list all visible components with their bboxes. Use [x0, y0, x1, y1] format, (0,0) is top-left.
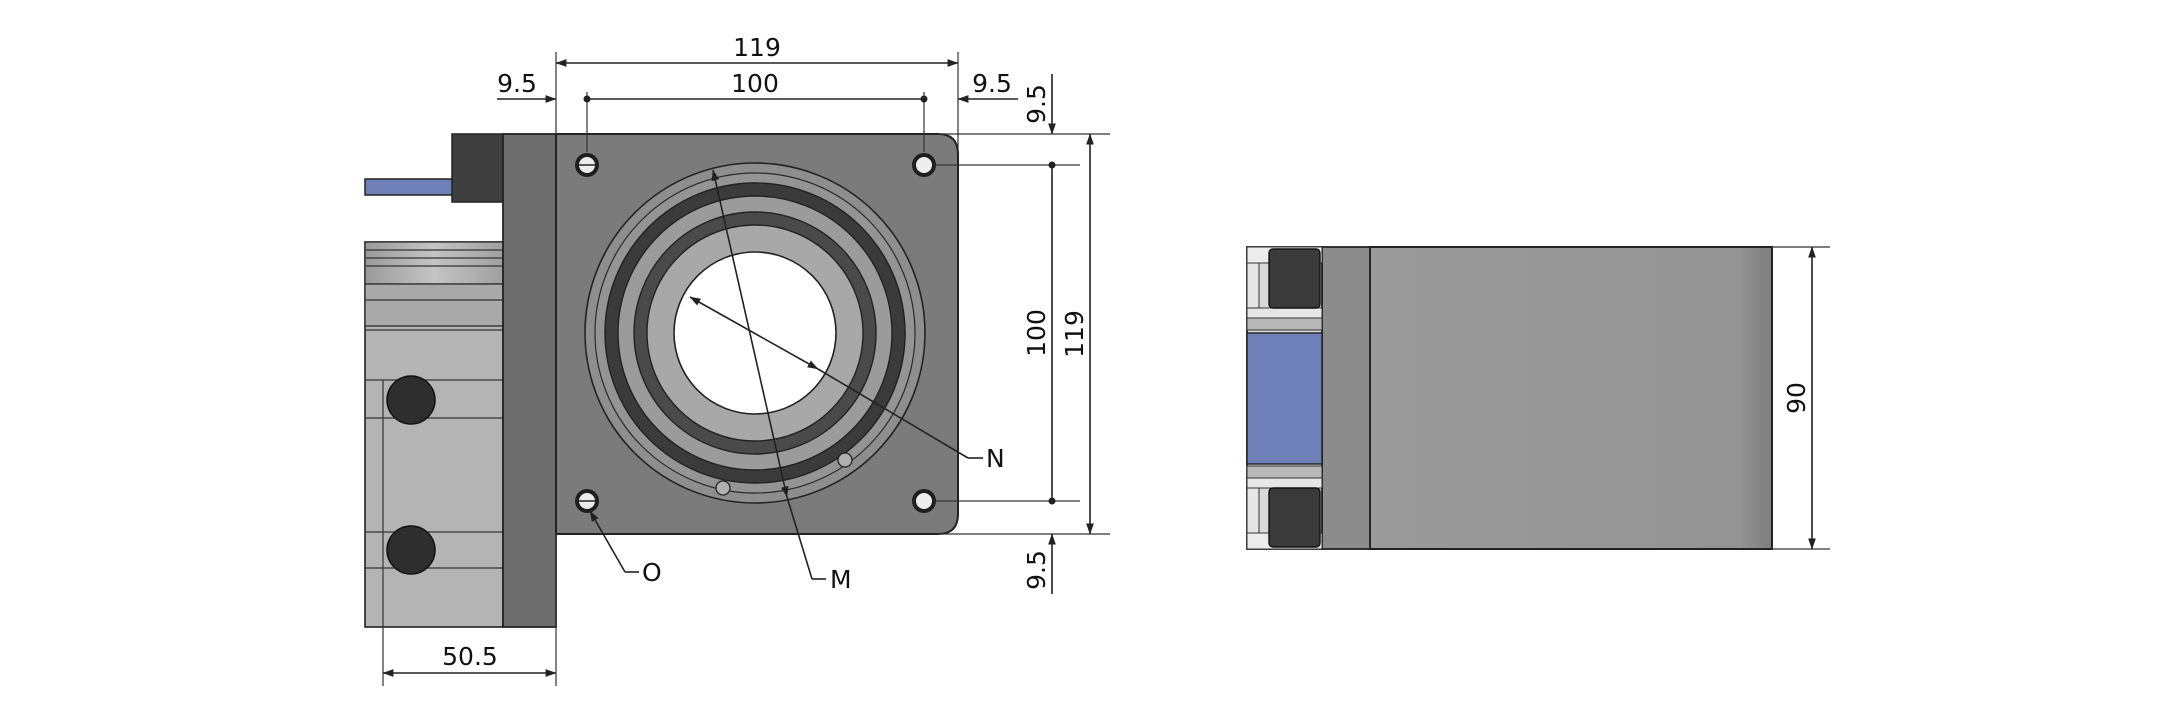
side-ring-upper	[1268, 248, 1321, 309]
side-window	[1246, 332, 1323, 465]
side-view: 90	[1246, 246, 1830, 550]
dim-overall-width: 119	[733, 33, 781, 62]
drive-body	[364, 241, 504, 628]
adjustment-knob-upper	[386, 375, 436, 425]
cable	[364, 178, 456, 196]
adjustment-knob-lower	[386, 525, 436, 575]
cable-connector	[451, 133, 505, 203]
front-view: N M O 119 100 9.5 9.5 9.	[364, 33, 1110, 686]
dim-top-margin: 9.5	[1022, 84, 1051, 124]
dim-bottom-margin: 9.5	[1022, 550, 1051, 590]
mounting-holes	[575, 153, 936, 513]
dim-hole-spacing-height: 100	[1022, 309, 1051, 357]
dim-overall-height: 119	[1060, 310, 1089, 358]
mounting-plate-edge	[502, 133, 557, 628]
side-body	[1369, 246, 1773, 550]
side-ring-lower	[1268, 487, 1321, 548]
callout-m-label: M	[830, 565, 852, 594]
callout-n-label: N	[986, 444, 1005, 473]
dim-depth-left: 50.5	[442, 642, 498, 671]
dim-hole-spacing-width: 100	[731, 69, 779, 98]
dim-side-height: 90	[1782, 382, 1811, 414]
dim-left-margin: 9.5	[497, 69, 537, 98]
dim-right-margin: 9.5	[972, 69, 1012, 98]
callout-o-label: O	[642, 558, 662, 587]
side-flange	[1321, 246, 1371, 550]
